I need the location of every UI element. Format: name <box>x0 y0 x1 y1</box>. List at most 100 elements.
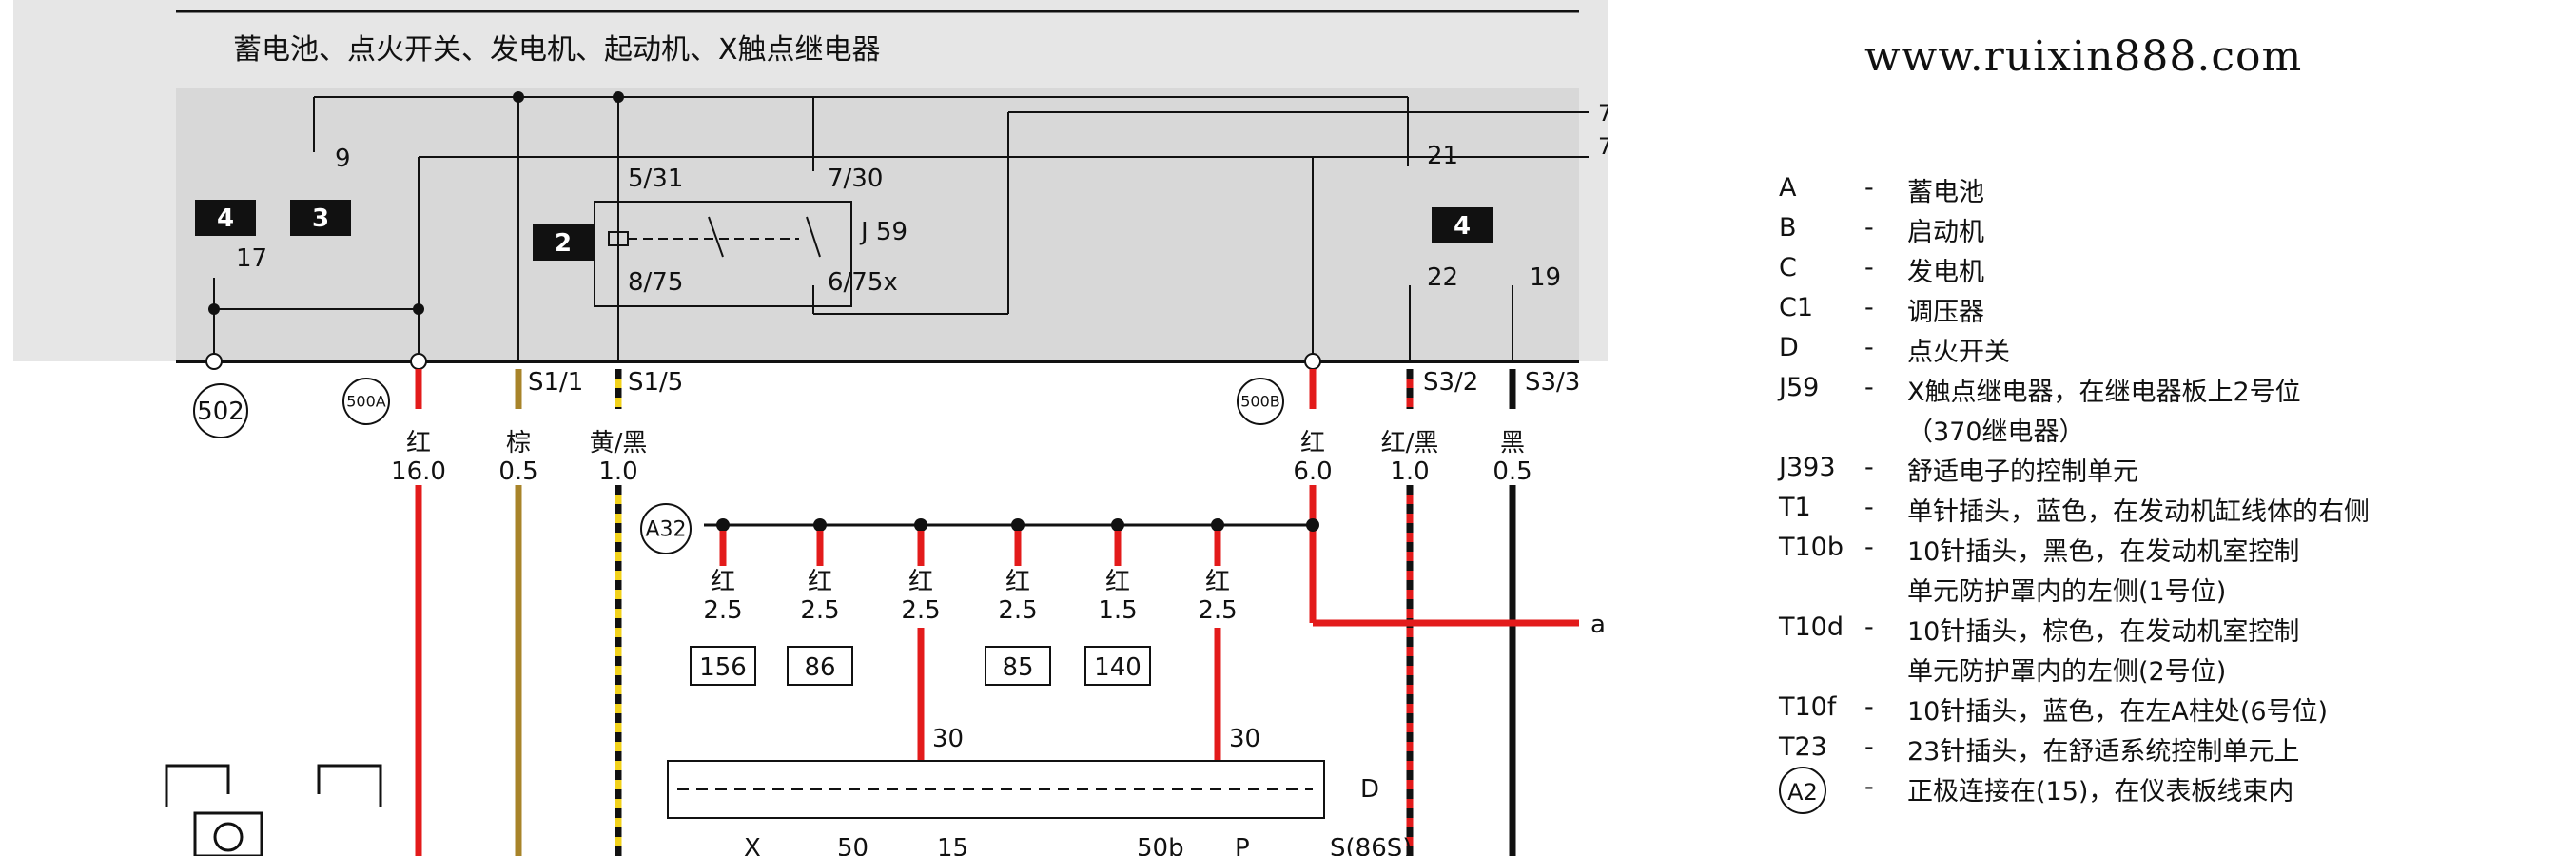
legend-code: A2 <box>1779 767 1826 814</box>
legend-code: T23 <box>1779 732 1827 762</box>
legend-dash: - <box>1864 373 1874 402</box>
legend-panel <box>1608 0 2576 856</box>
terminal-label: 8/75 <box>628 268 683 297</box>
legend-code: J59 <box>1779 373 1820 402</box>
legend-description: 启动机 <box>1907 213 2497 253</box>
branch-box <box>690 646 756 686</box>
legend-description: 发电机 <box>1907 253 2497 293</box>
junction-dot <box>914 518 927 532</box>
connector-label: S3/2 <box>1423 368 1478 397</box>
branch-box <box>985 646 1051 686</box>
terminal-label: 17 <box>236 244 267 273</box>
terminal-label: 7/30 <box>828 165 883 193</box>
legend-description-line: 23针插头，在舒适系统控制单元上 <box>1907 737 2300 767</box>
legend-description-line: 正极连接在(15)，在仪表板线束内 <box>1907 777 2294 807</box>
branch-box-label: 85 <box>1002 653 1033 682</box>
switch-label: 30 <box>932 725 964 753</box>
legend-description: 点火开关 <box>1907 333 2497 373</box>
ground-circle <box>640 503 692 554</box>
legend-description-line: 10针插头，黑色，在发动机室控制 <box>1907 537 2300 567</box>
branch-gauge-label: 2.5 <box>901 596 940 625</box>
legend-code: J393 <box>1779 453 1836 482</box>
legend-dash: - <box>1864 453 1874 482</box>
legend-description: 舒适电子的控制单元 <box>1907 453 2497 493</box>
junction-dot <box>1111 518 1124 532</box>
switch-label: S(86S) <box>1330 834 1412 856</box>
label-box <box>533 224 594 261</box>
switch-label: D <box>1360 775 1379 804</box>
legend-description: 调压器 <box>1907 293 2497 333</box>
legend-dash: - <box>1864 772 1874 802</box>
legend-description-line: 10针插头，蓝色，在左A柱处(6号位) <box>1907 697 2329 727</box>
branch-box-label: 86 <box>804 653 835 682</box>
junction-dot <box>613 91 624 103</box>
branch-color-label: 红 <box>1105 568 1130 596</box>
legend-dash: - <box>1864 493 1874 522</box>
legend-description: X触点继电器，在继电器板上2号位 （370继电器） <box>1907 373 2497 453</box>
legend-description: 10针插头，蓝色，在左A柱处(6号位) <box>1907 692 2497 732</box>
wire-gauge-label: 1.0 <box>598 457 637 486</box>
legend-dash: - <box>1864 293 1874 322</box>
terminal-label: 9 <box>335 145 351 173</box>
legend-description: 蓄电池 <box>1907 173 2497 213</box>
junction-dot <box>413 303 424 315</box>
left-margin <box>0 0 13 856</box>
relay-panel <box>176 88 1579 361</box>
legend-description-line: 单元防护罩内的左侧(1号位) <box>1907 577 2227 607</box>
terminal-circle <box>1304 353 1321 370</box>
legend-dash: - <box>1864 333 1874 362</box>
terminal-label: J 59 <box>859 218 907 246</box>
branch-gauge-label: 2.5 <box>1198 596 1237 625</box>
legend-dash: - <box>1864 173 1874 203</box>
legend-code: T10b <box>1779 533 1844 562</box>
legend-description-line: 10针插头，棕色，在发动机室控制 <box>1907 617 2300 647</box>
label-box <box>290 200 351 236</box>
legend-description-line: 发电机 <box>1907 258 1984 287</box>
legend-code: C <box>1779 253 1797 282</box>
relay-switch-a <box>708 216 724 258</box>
wire-gauge-label: 6.0 <box>1293 457 1332 486</box>
junction-dot <box>716 518 730 532</box>
legend-description-line: （370继电器） <box>1907 418 2085 447</box>
wire-color-label: 红 <box>406 429 431 457</box>
legend-dash: - <box>1864 732 1874 762</box>
junction-dot <box>813 518 827 532</box>
wire-gauge-label: 1.0 <box>1390 457 1429 486</box>
relay-j59-box <box>594 201 852 307</box>
connector-label: S1/5 <box>628 368 683 397</box>
legend-description-line: 舒适电子的控制单元 <box>1907 457 2138 487</box>
legend-dash: - <box>1864 213 1874 243</box>
branch-color-label: 红 <box>1205 568 1230 596</box>
terminal-label: 5/31 <box>628 165 683 193</box>
label-box-text: 4 <box>1454 212 1471 241</box>
ground-circle <box>1237 378 1284 425</box>
junction-dot <box>1211 518 1224 532</box>
terminal-circle <box>410 353 427 370</box>
legend-code: T1 <box>1779 493 1811 522</box>
wire-color-label: 黄/黑 <box>590 429 648 457</box>
switch-label: 50 <box>837 834 868 856</box>
legend-dash: - <box>1864 533 1874 562</box>
ignition-switch-d <box>667 760 1325 819</box>
terminal-label: 21 <box>1427 142 1458 170</box>
ground-circle <box>193 383 248 438</box>
legend-code: D <box>1779 333 1799 362</box>
ground-label: 500B <box>1240 393 1280 411</box>
wiring-diagram: 蓄电池、点火开关、发电机、起动机、X触点继电器 <box>13 10 1617 856</box>
legend-dash: - <box>1864 692 1874 722</box>
legend-description-line: 单针插头，蓝色，在发动机缸线体的右侧 <box>1907 497 2370 527</box>
ground-label: 502 <box>197 398 244 426</box>
legend-code: A <box>1779 173 1797 203</box>
switch-label: X <box>744 834 761 856</box>
switch-label: P <box>1235 834 1250 856</box>
switch-label: 15 <box>937 834 968 856</box>
legend-description-line: X触点继电器，在继电器板上2号位 <box>1907 378 2301 407</box>
label-box <box>1432 207 1493 243</box>
branch-gauge-label: 2.5 <box>998 596 1037 625</box>
legend-dash: - <box>1864 253 1874 282</box>
branch-gauge-label: 2.5 <box>703 596 742 625</box>
ground-label: 500A <box>346 393 386 411</box>
legend-description: 正极连接在(15)，在仪表板线束内 <box>1907 772 2497 812</box>
terminal-label: 19 <box>1530 263 1561 292</box>
